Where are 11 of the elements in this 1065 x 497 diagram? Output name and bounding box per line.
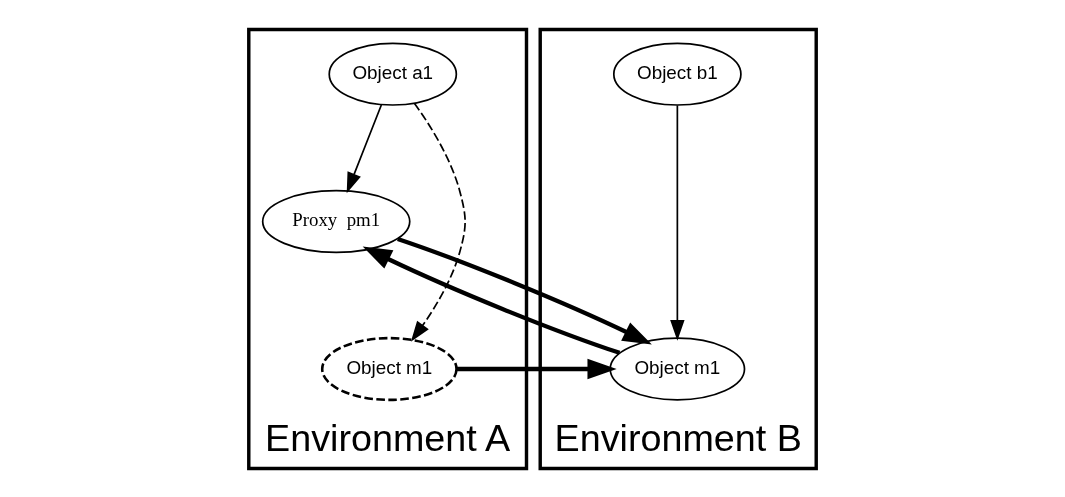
arrow (670, 104, 685, 341)
arrow (456, 358, 617, 379)
arrow (362, 246, 621, 355)
arrow (410, 101, 466, 342)
node-ellipse: Object m1 (320, 336, 458, 401)
arrow (397, 236, 652, 345)
node-ellipse: Proxy pm1 (261, 189, 411, 253)
node-ellipse: Object m1 (609, 336, 746, 401)
node-ellipse: Object b1 (612, 41, 742, 106)
node-ellipse: Object a1 (328, 41, 458, 106)
arrow (346, 103, 383, 193)
